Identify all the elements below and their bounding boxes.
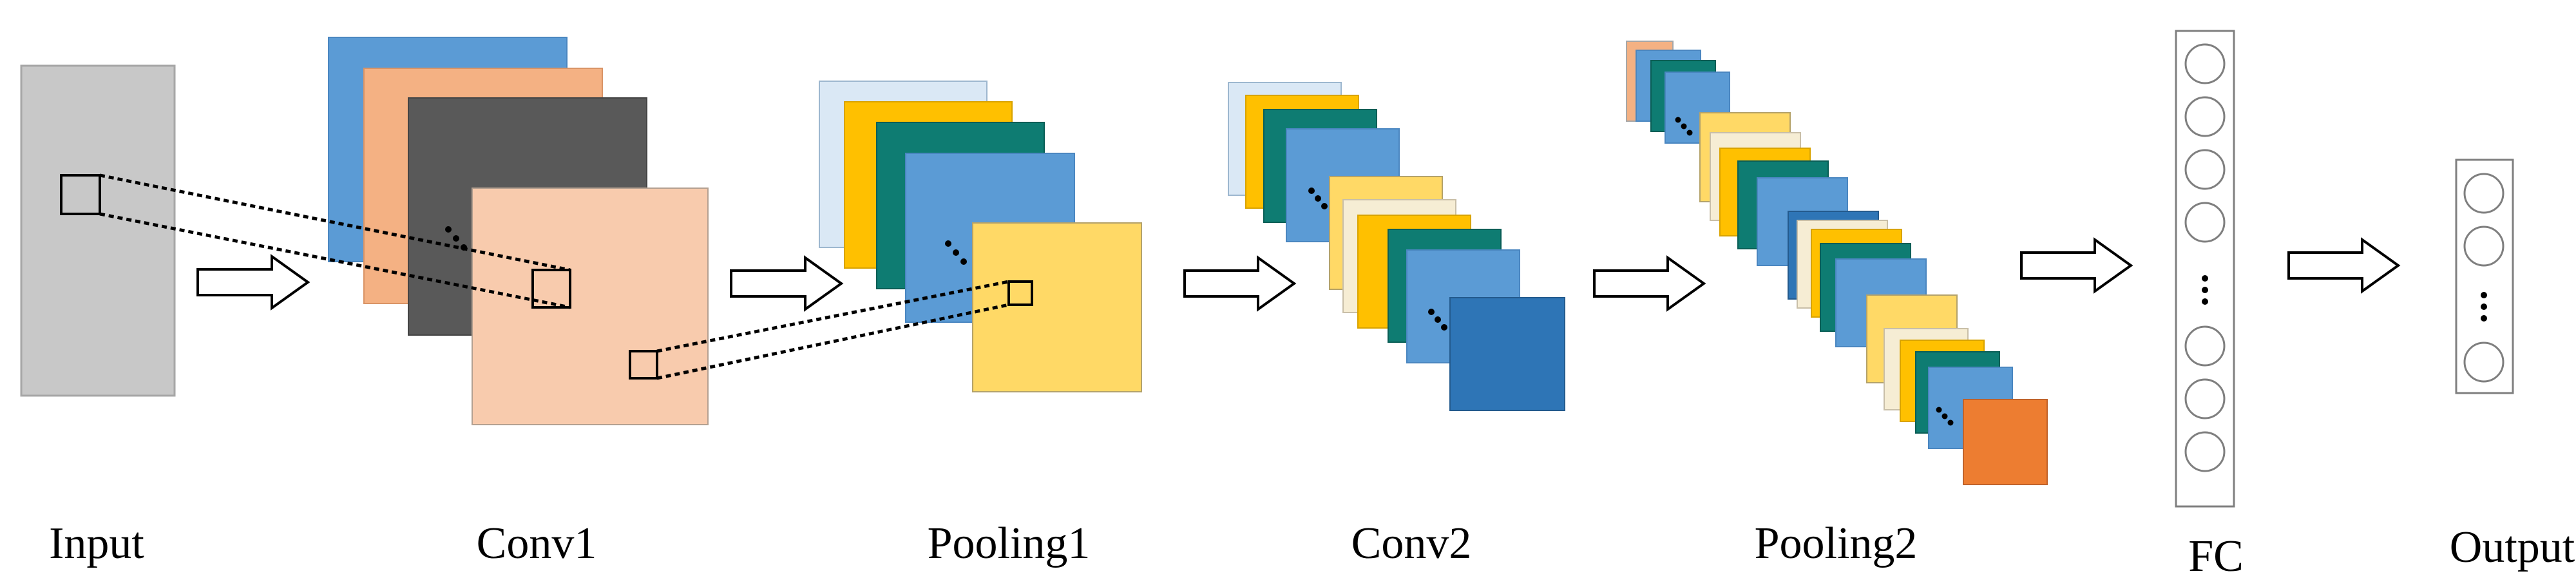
fc-neurons	[2184, 43, 2226, 472]
arrow-pooling2-to-fc	[2020, 237, 2133, 294]
conv2-feature-maps	[1228, 82, 1565, 411]
arrow-fc-to-output	[2287, 237, 2401, 294]
arrow-conv2-to-pooling2	[1593, 255, 1706, 312]
output-neurons	[2463, 173, 2504, 383]
conv1-to-pooling1-connector-top	[656, 280, 1009, 353]
output-layer	[2455, 159, 2514, 394]
label-input: Input	[49, 519, 144, 568]
label-pooling2: Pooling2	[1755, 519, 1918, 568]
pooling2-feature-maps	[1626, 41, 2048, 485]
fc-neuron-1	[2184, 43, 2226, 84]
arrow-pooling1-to-conv2	[1183, 255, 1297, 312]
receptive-field-connectors	[99, 173, 1009, 380]
input-block	[20, 64, 176, 397]
pooling1-output-box	[1007, 280, 1033, 306]
pooling1-map-yellow	[972, 222, 1142, 392]
input-image	[20, 64, 176, 397]
output-neuron-2	[2463, 226, 2504, 267]
conv1-to-pooling1-connector-bottom	[656, 303, 1009, 380]
label-pooling1: Pooling1	[928, 519, 1091, 568]
pooling2-ellipsis-dots-2	[1936, 407, 1954, 426]
conv2-ellipsis-dots-lower	[1428, 309, 1447, 331]
fc-neuron-5	[2184, 325, 2226, 367]
fc-neuron-2	[2184, 96, 2226, 137]
stage-labels: Input Conv1 Pooling1 Conv2 Pooling2 FC O…	[49, 519, 2575, 581]
pooling2-map-20	[1963, 399, 2048, 485]
pooling2-ellipsis-dots-1	[1675, 117, 1693, 136]
fc-ellipsis-dots	[2202, 275, 2208, 305]
input-to-conv1-connector-bottom	[99, 212, 571, 309]
fc-neuron-4	[2184, 202, 2226, 243]
input-receptive-field-box	[60, 174, 101, 215]
conv1-map-light-peach	[472, 188, 709, 425]
fc-neuron-7	[2184, 431, 2226, 472]
flow-arrows	[196, 237, 2401, 312]
arrow-conv1-to-pooling1	[730, 255, 844, 312]
fc-layer	[2175, 30, 2235, 508]
input-to-conv1-connector-top	[99, 173, 571, 272]
label-conv2: Conv2	[1351, 519, 1472, 568]
output-ellipsis-dots	[2481, 292, 2487, 322]
fc-neuron-3	[2184, 149, 2226, 190]
conv1-output-box	[531, 269, 571, 309]
pooling1-ellipsis-dots	[945, 240, 967, 265]
label-output: Output	[2450, 523, 2575, 572]
output-neuron-1	[2463, 173, 2504, 214]
pooling1-feature-maps	[819, 81, 1142, 392]
conv2-map-10	[1449, 297, 1565, 411]
fc-neuron-6	[2184, 378, 2226, 419]
arrow-input-to-conv1	[196, 254, 310, 311]
label-conv1: Conv1	[477, 519, 597, 568]
conv1-feature-maps	[328, 37, 709, 425]
conv2-ellipsis-dots-upper	[1308, 188, 1328, 209]
conv1-receptive-field-box	[629, 350, 658, 380]
label-fc: FC	[2188, 532, 2244, 581]
output-neuron-3	[2463, 342, 2504, 383]
